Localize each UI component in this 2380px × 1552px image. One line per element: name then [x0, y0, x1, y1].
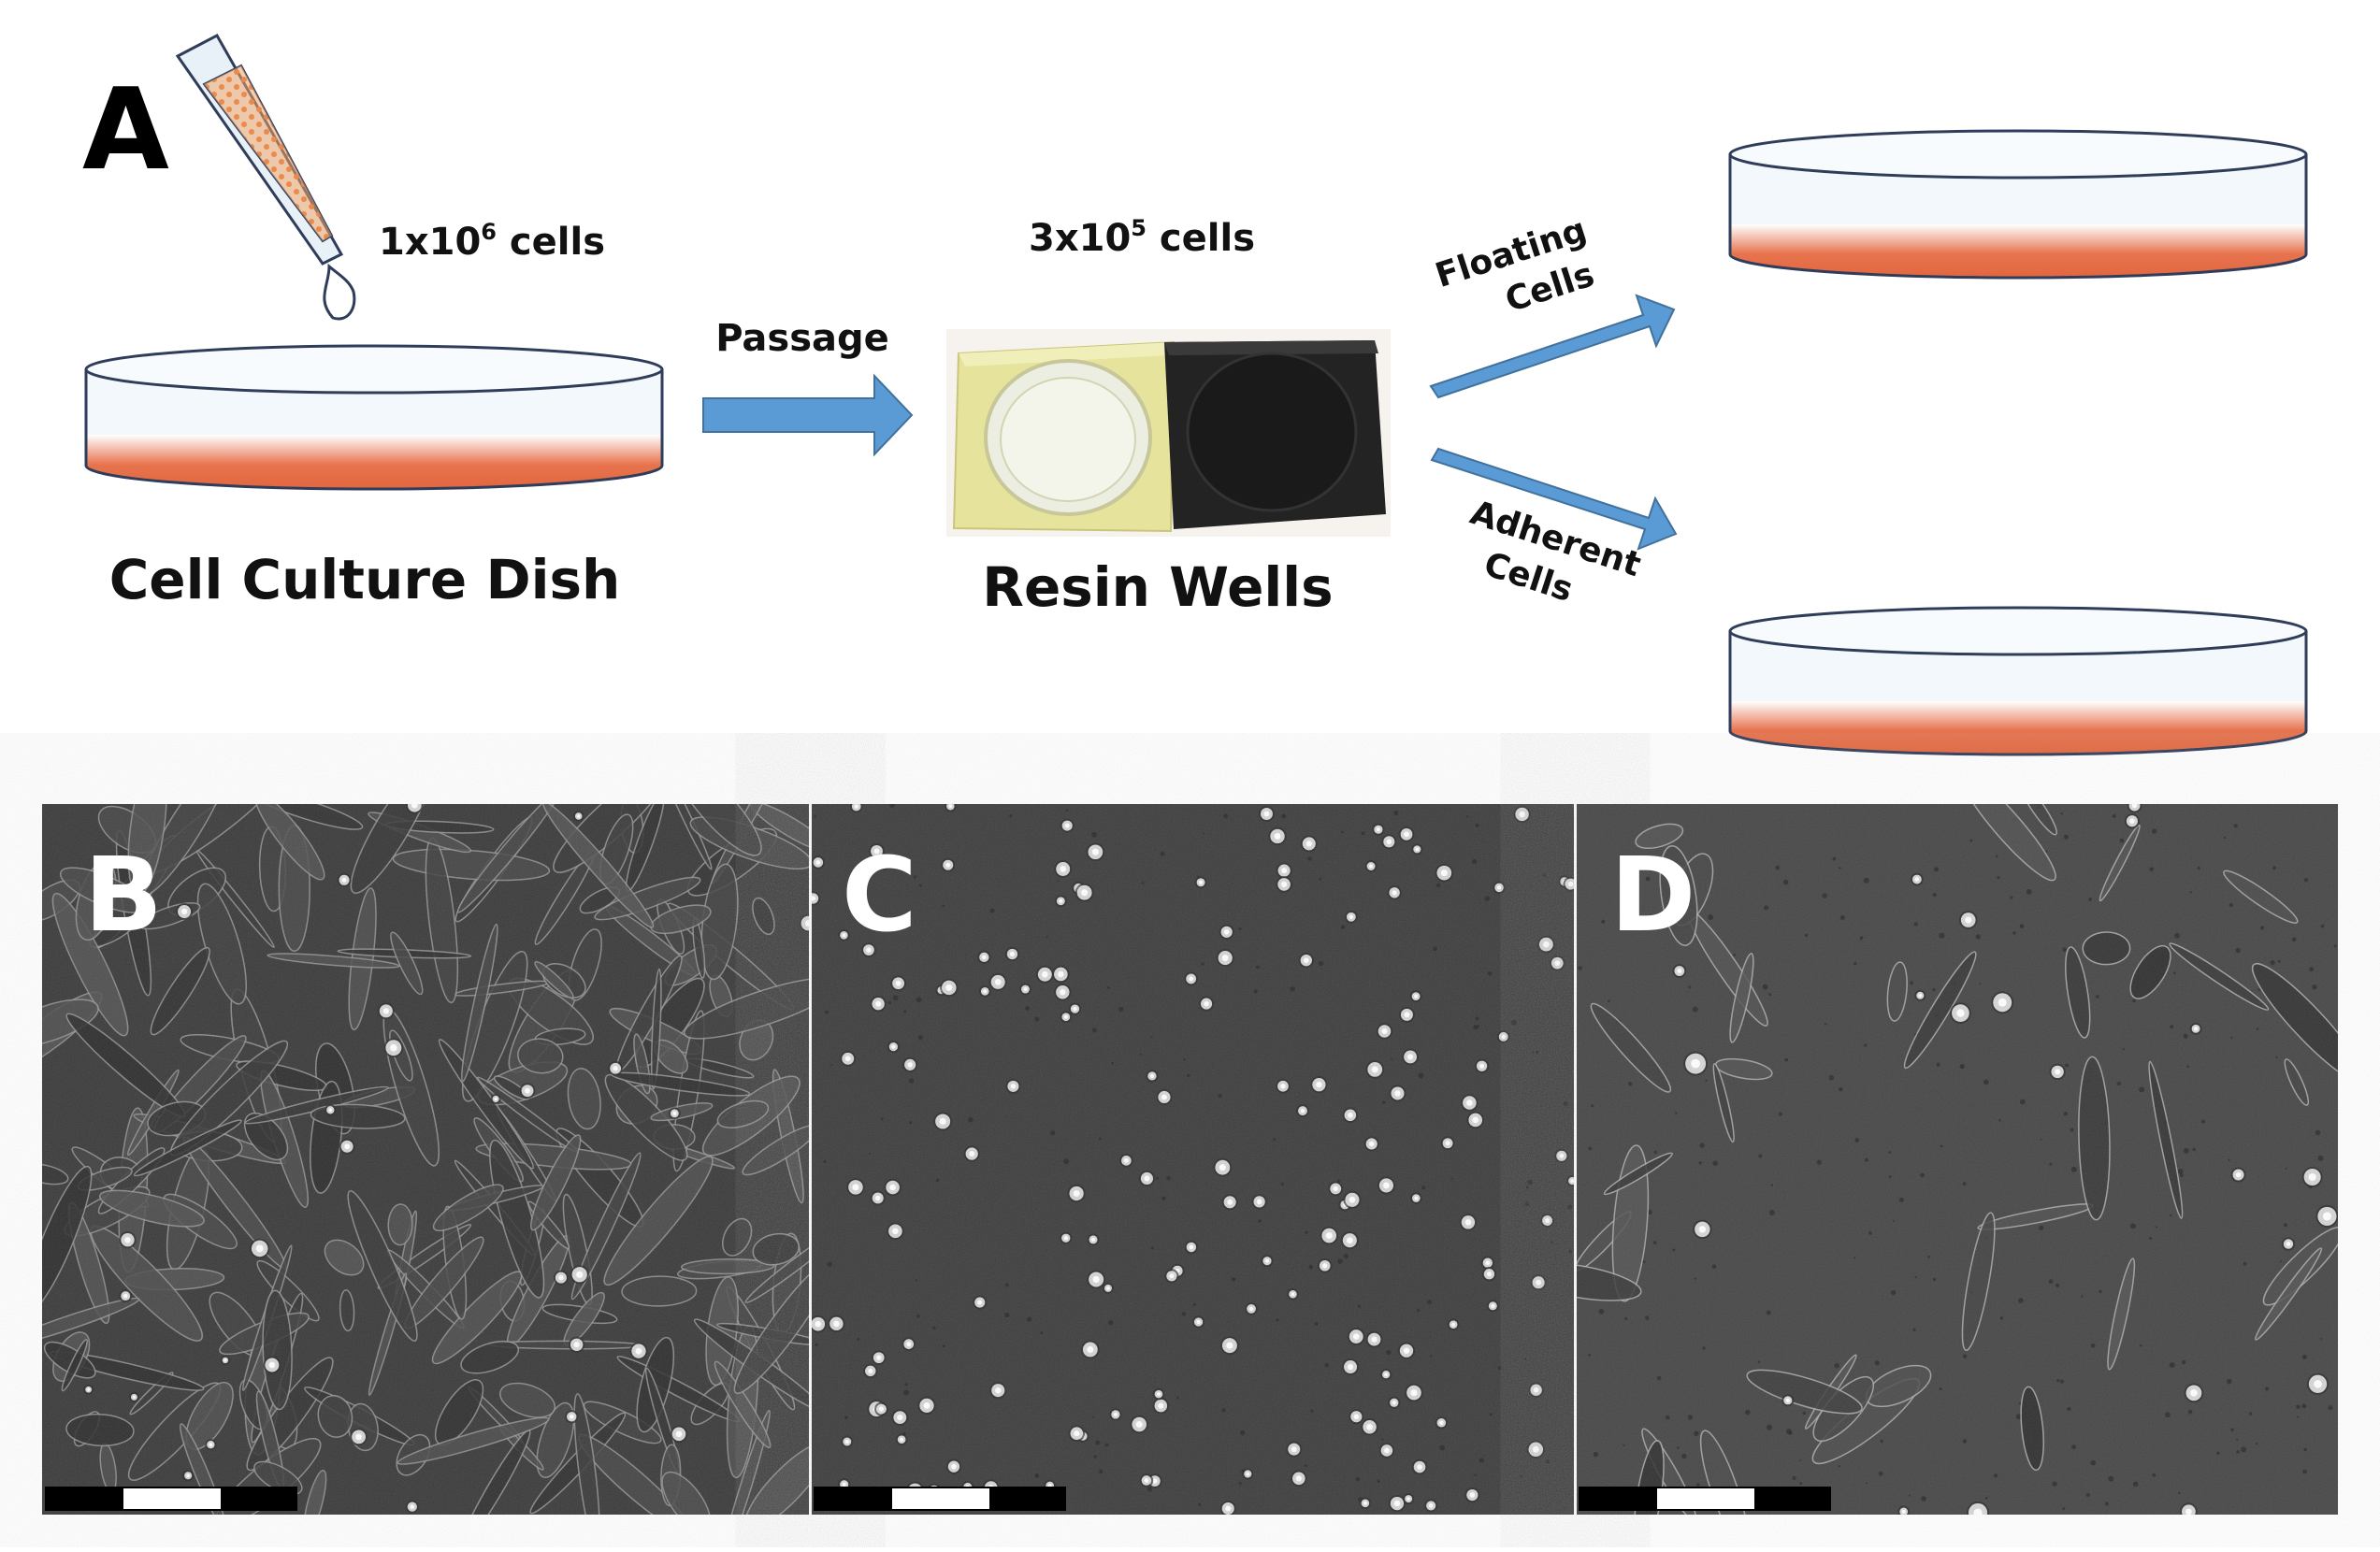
- panel-a-label: A: [82, 65, 169, 195]
- panel-c-label: C: [842, 835, 917, 955]
- micrograph-b: B: [42, 804, 809, 1515]
- passage-label: Passage: [715, 317, 889, 360]
- pipette-icon: [175, 33, 356, 321]
- svg-text:1x106 cells: 1x106 cells: [379, 219, 605, 264]
- panel-a: A 1x106 cells Cell Culture Dish Passage: [82, 33, 2308, 756]
- micrograph-c: C: [812, 804, 1574, 1515]
- scale-bar: [1579, 1487, 1831, 1511]
- svg-text:3x105 cells: 3x105 cells: [1029, 215, 1255, 260]
- panel-d-label: D: [1610, 835, 1695, 955]
- panel-b-label: B: [84, 835, 163, 955]
- scale-bar: [814, 1487, 1066, 1511]
- micrograph-d: D: [1577, 804, 2338, 1515]
- wells-count: 3x105 cells: [1029, 215, 1255, 260]
- scale-bar: [45, 1487, 297, 1511]
- passage-arrow-icon: [702, 373, 914, 457]
- adherent-arrow-icon: [1430, 447, 1678, 551]
- dish-label: Cell Culture Dish: [109, 548, 621, 611]
- cell-culture-dish: [84, 344, 664, 491]
- resin-wells-photo: [946, 329, 1391, 537]
- floating-label: Floating Cells: [1431, 211, 1599, 321]
- seed-count: 1x106 cells: [379, 219, 605, 264]
- floating-cells-dish: [1728, 129, 2308, 280]
- floating-arrow-icon: [1429, 294, 1676, 399]
- adherent-cells-dish: [1728, 606, 2308, 756]
- wells-label: Resin Wells: [982, 555, 1333, 619]
